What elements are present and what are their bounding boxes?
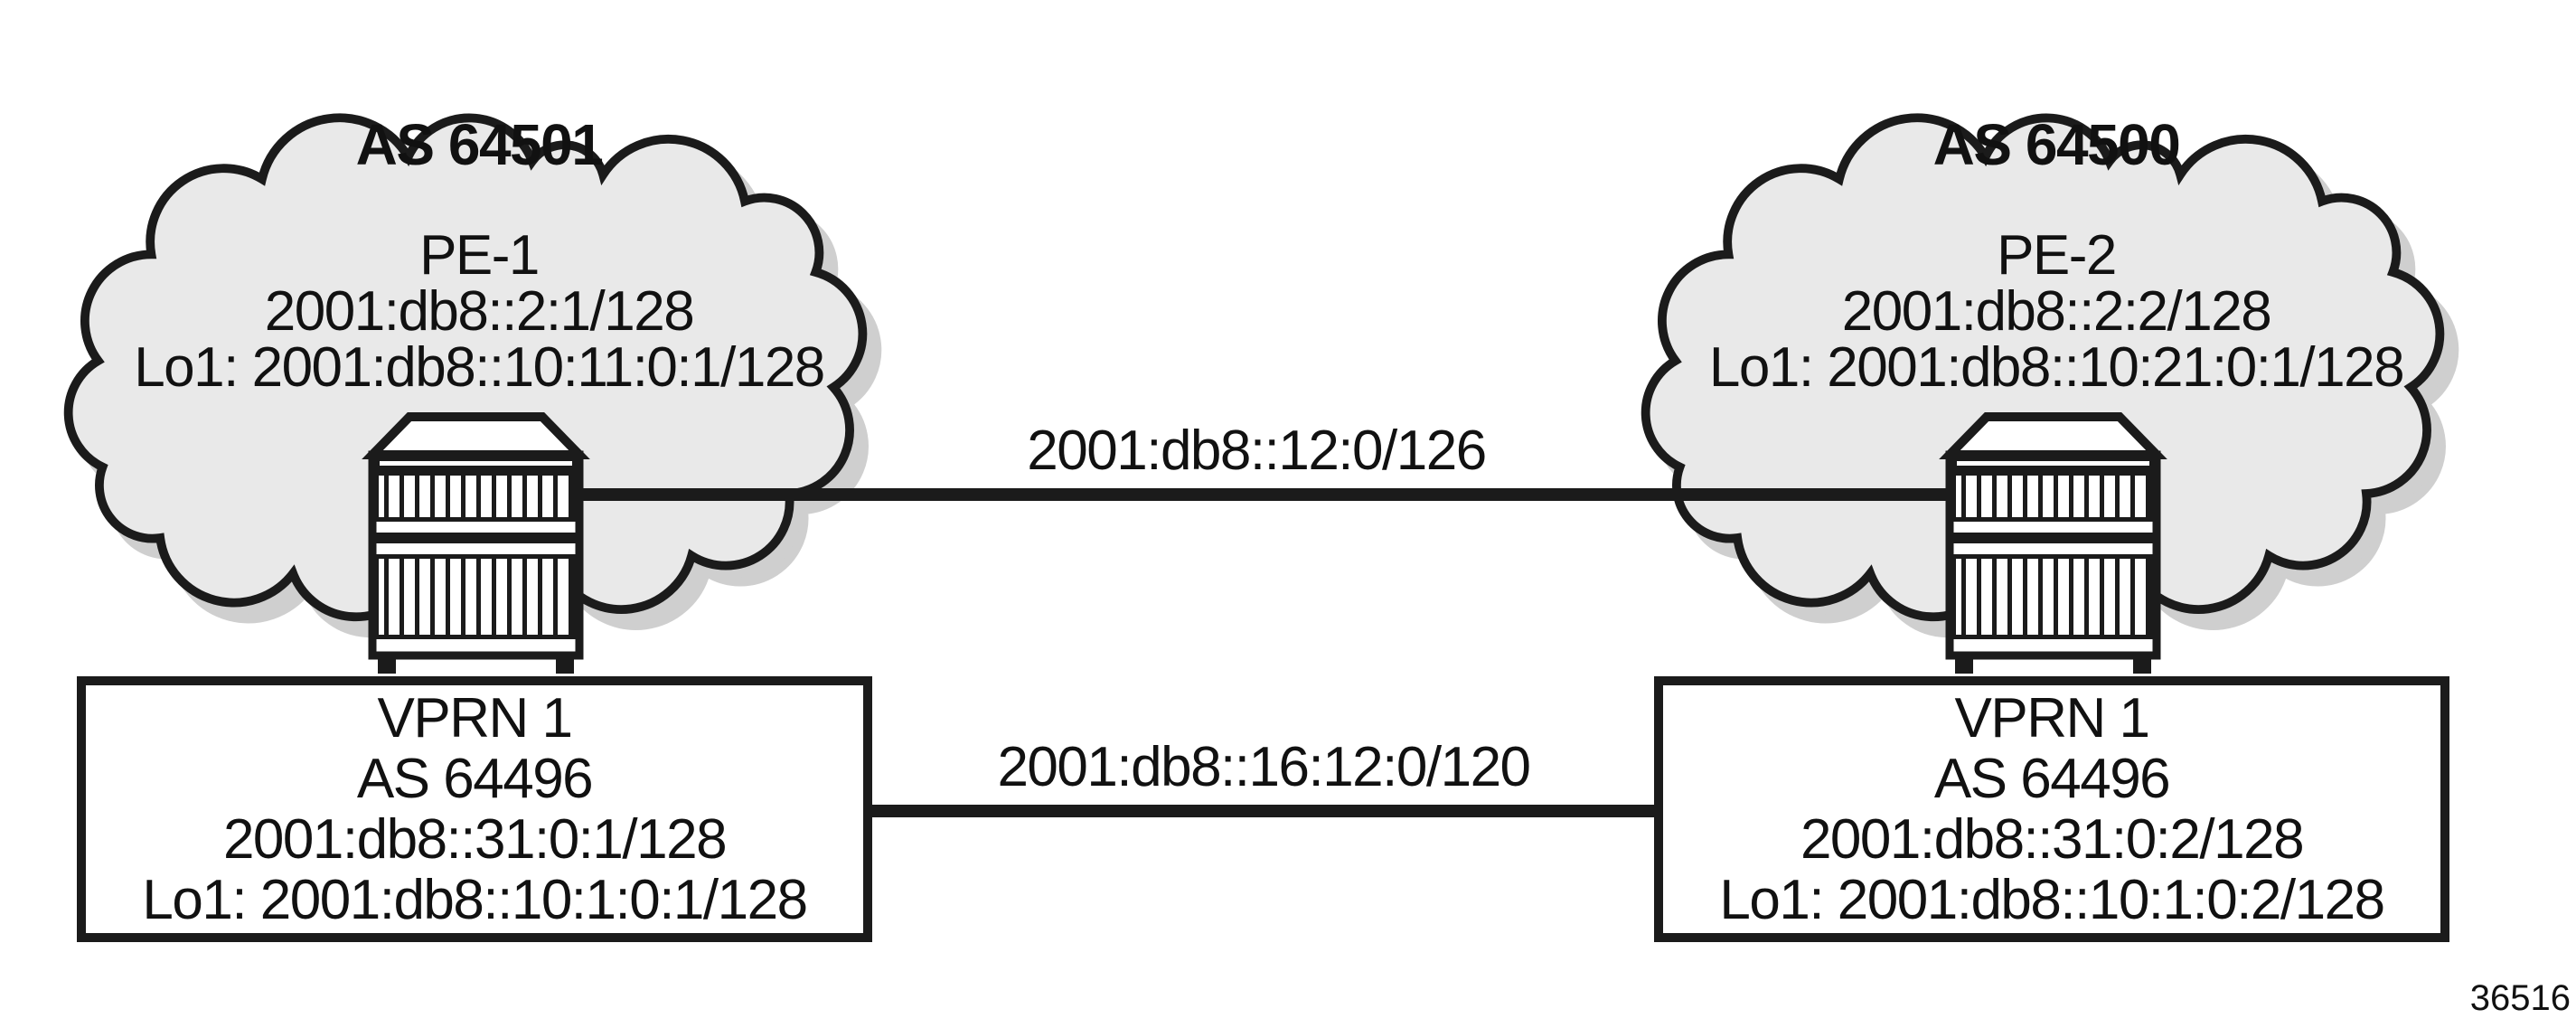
figure-number: 36516: [2469, 978, 2571, 1018]
pe2-system-ip: 2001:db8::2:2/128: [1841, 280, 2272, 343]
pe1-system-ip: 2001:db8::2:1/128: [264, 280, 695, 343]
pe1-loopback: Lo1: 2001:db8::10:11:0:1/128: [134, 336, 825, 399]
left-vprn-loopback: Lo1: 2001:db8::10:1:0:1/128: [142, 869, 808, 931]
right-vprn-loopback: Lo1: 2001:db8::10:1:0:2/128: [1719, 869, 2385, 931]
right-vprn-box: VPRN 1 AS 64496 2001:db8::31:0:2/128 Lo1…: [1654, 676, 2449, 942]
left-vprn-ip: 2001:db8::31:0:1/128: [222, 808, 728, 871]
pe2-name: PE-2: [1997, 224, 2117, 287]
as64500-label: AS 64500: [1932, 112, 2181, 177]
right-vprn-as: AS 64496: [1933, 748, 2171, 810]
pe1-router-icon: [372, 417, 579, 674]
right-vprn-ip: 2001:db8::31:0:2/128: [1800, 808, 2305, 871]
vprn-link-subnet-label: 2001:db8::16:12:0/120: [997, 736, 1531, 798]
left-vprn-as: AS 64496: [356, 748, 594, 810]
core-link-subnet-label: 2001:db8::12:0/126: [1027, 420, 1487, 482]
pe1-name: PE-1: [419, 224, 540, 287]
left-vprn-title: VPRN 1: [377, 687, 573, 750]
pe2-router-icon: [1950, 417, 2157, 674]
pe2-loopback: Lo1: 2001:db8::10:21:0:1/128: [1708, 336, 2405, 399]
core-link-line: [583, 488, 1952, 501]
vprn-link-line: [872, 805, 1654, 817]
pe2-label-block: PE-2 2001:db8::2:2/128 Lo1: 2001:db8::10…: [1650, 228, 2463, 396]
as64501-label: AS 64501: [355, 112, 604, 177]
pe1-label-block: PE-1 2001:db8::2:1/128 Lo1: 2001:db8::10…: [72, 228, 886, 396]
left-vprn-box: VPRN 1 AS 64496 2001:db8::31:0:1/128 Lo1…: [77, 676, 872, 942]
right-vprn-title: VPRN 1: [1954, 687, 2150, 750]
